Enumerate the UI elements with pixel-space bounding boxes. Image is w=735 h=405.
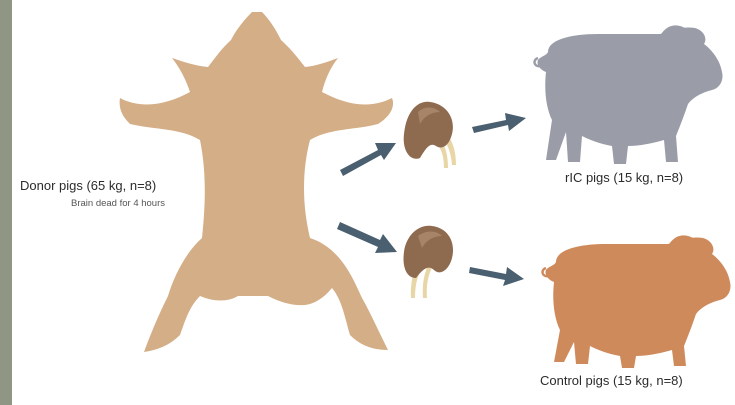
arrow-icon [340, 143, 396, 176]
ric-pigs-label: rIC pigs (15 kg, n=8) [565, 170, 683, 185]
control-pig-silhouette [543, 235, 731, 368]
control-pigs-label: Control pigs (15 kg, n=8) [540, 373, 683, 388]
ric-pig-silhouette [535, 25, 723, 164]
donor-note-label: Brain dead for 4 hours [71, 198, 165, 209]
kidney-icon [404, 226, 454, 298]
kidney-icon [404, 102, 456, 168]
arrow-icon [337, 222, 397, 253]
arrow-icon [469, 267, 524, 286]
arrow-icon [472, 113, 526, 133]
donor-pig-silhouette [120, 12, 393, 352]
donor-tail-icon [249, 304, 267, 327]
donor-pigs-label: Donor pigs (65 kg, n=8) [20, 178, 156, 193]
